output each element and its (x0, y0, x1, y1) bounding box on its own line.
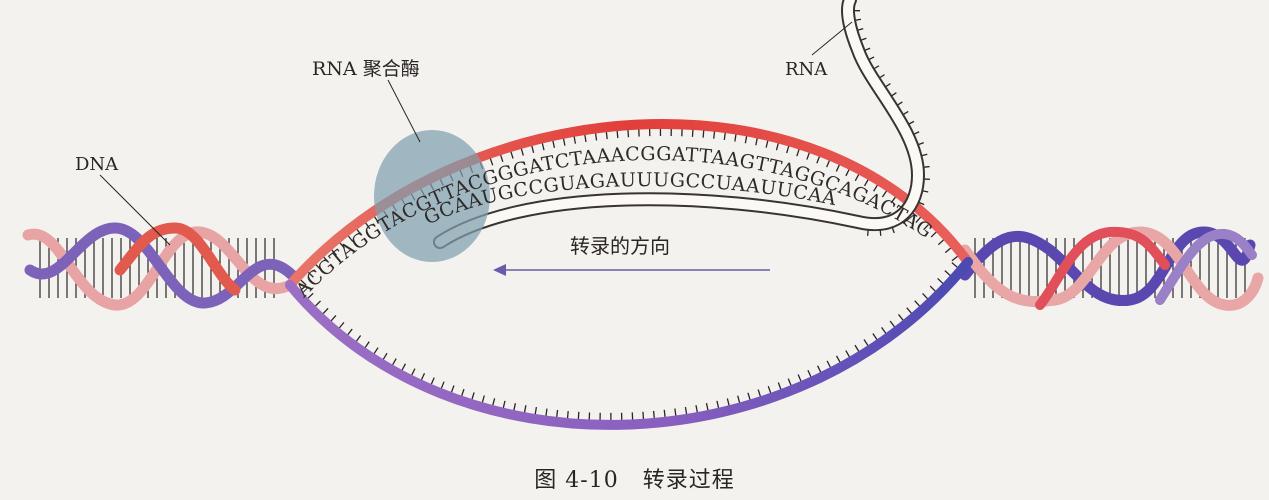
diagram-svg: ACGTAGGTACGTTACGGGATCTAAACGGATTAAGTTAGGC… (0, 0, 1269, 460)
figure-caption: 图 4-10 转录过程 (0, 462, 1269, 494)
dna-helix-left (28, 228, 292, 305)
dna-helix-right (965, 232, 1258, 306)
rna-label: RNA (785, 59, 828, 80)
dna-label: DNA (75, 154, 119, 175)
rna-leader-line (812, 22, 852, 55)
direction-arrow (493, 264, 770, 276)
direction-label: 转录的方向 (570, 234, 670, 258)
polymerase-label: RNA 聚合酶 (312, 58, 420, 80)
dna-coding-strand (290, 262, 968, 425)
polymerase-leader-line (388, 80, 420, 142)
